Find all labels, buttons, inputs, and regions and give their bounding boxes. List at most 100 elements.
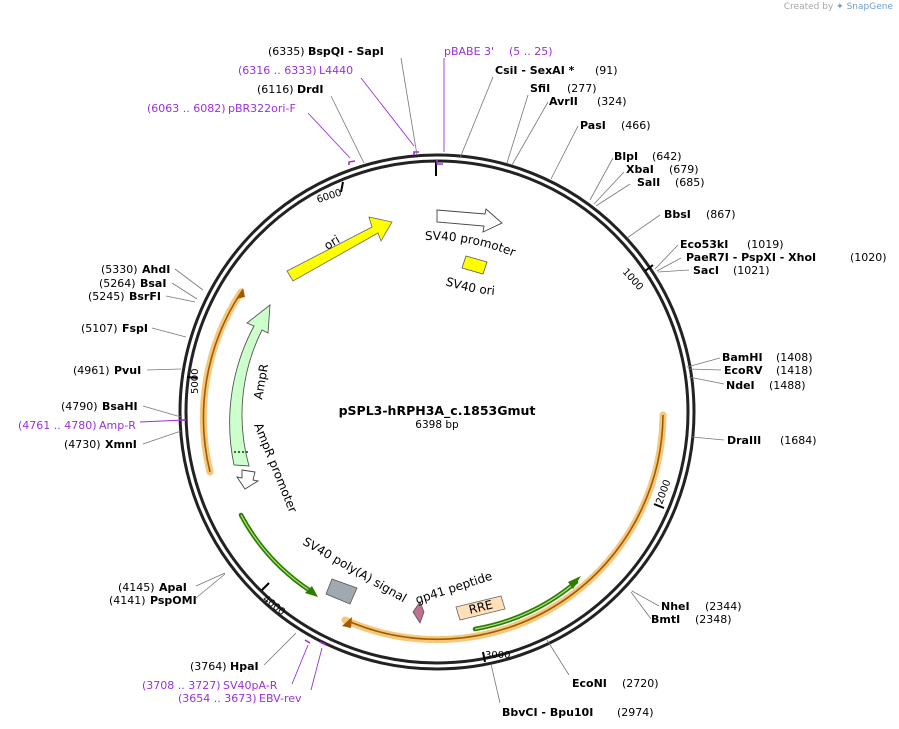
site-pos-ecorv: (1418) (776, 364, 813, 377)
site-name-xbai: XbaI (626, 163, 654, 176)
site-pos-ndei: (1488) (769, 379, 806, 392)
site-name-bbvci: BbvCI - Bpu10I (502, 706, 593, 719)
site-name-sali: SalI (637, 176, 660, 189)
ampr-promoter-feature: AmpR promoter (236, 421, 300, 515)
site-pos-pspomi: (4141) (109, 594, 146, 607)
site-pos-fspi: (5107) (81, 322, 118, 335)
primer-range-pbr322ori: (6063 .. 6082) (147, 102, 226, 115)
primer-name-ampr: Amp-R (99, 419, 136, 432)
snapgene-watermark: Created by ✦ SnapGene (784, 2, 893, 12)
site-pos-avrii: (324) (597, 95, 627, 108)
site-name-bsahi: BsaHI (102, 400, 138, 413)
sv40-promoter-feature: SV40 promoter (425, 208, 518, 259)
site-name-ecorv: EcoRV (724, 364, 763, 377)
tick-label-5000: 5000 (190, 369, 201, 394)
ori-feature: ori (286, 216, 393, 282)
site-name-paer7i: PaeR7I - PspXI - XhoI (686, 251, 816, 264)
site-name-sfii: SfiI (530, 82, 550, 95)
insert-orf (341, 411, 667, 644)
site-name-pvui: PvuI (114, 364, 141, 377)
tick-label-3000: 3000 (485, 650, 510, 661)
site-name-econi: EcoNI (572, 677, 607, 690)
watermark-prefix: Created by (783, 2, 834, 12)
site-name-eco53ki: Eco53kI (680, 238, 728, 251)
site-pos-saci: (1021) (733, 264, 770, 277)
site-name-xmni: XmnI (105, 438, 137, 451)
tick-1000 (644, 264, 654, 272)
site-pos-nhei: (2344) (705, 600, 742, 613)
site-pos-bsrfi: (5245) (88, 290, 125, 303)
site-name-bsai: BsaI (140, 277, 166, 290)
site-pos-hpai: (3764) (190, 660, 227, 673)
plasmid-name: pSPL3-hRPH3A_c.1853Gmut (339, 403, 536, 419)
site-name-ndei: NdeI (726, 379, 755, 392)
site-name-hpai: HpaI (230, 660, 259, 673)
site-name-drdi: DrdI (297, 83, 324, 96)
site-pos-xmni: (4730) (64, 438, 101, 451)
site-name-saci: SacI (693, 264, 719, 277)
primer-name-ebv-rev: EBV-rev (259, 692, 302, 705)
tick-2000 (653, 503, 665, 509)
site-leaders (142, 57, 725, 704)
primer-name-l4440: L4440 (319, 64, 353, 77)
tick-label-1000: 1000 (620, 267, 645, 293)
primer-name-sv40pa-r: SV40pA-R (223, 679, 278, 692)
site-pos-pasi: (466) (621, 119, 651, 132)
primer-range-ampr: (4761 .. 4780) (18, 419, 97, 432)
primer-marks (180, 151, 443, 646)
primer-range-pbabe3: (5 .. 25) (509, 45, 553, 58)
site-pos-bsai: (5264) (99, 277, 136, 290)
site-name-pasi: PasI (580, 119, 606, 132)
tick-marks (186, 181, 665, 663)
site-pos-bsahi: (4790) (61, 400, 98, 413)
site-pos-econi: (2720) (622, 677, 659, 690)
primer-range-sv40pa-r: (3708 .. 3727) (142, 679, 221, 692)
site-pos-csii: (91) (595, 64, 618, 77)
rre-feature: RRE (455, 595, 506, 621)
site-name-bmti: BmtI (651, 613, 680, 626)
site-name-csii: CsiI - SexAI * (495, 64, 575, 77)
site-name-fspi: FspI (122, 322, 148, 335)
site-name-nhei: NheI (661, 600, 690, 613)
site-pos-bamhi: (1408) (776, 351, 813, 364)
site-pos-sfii: (277) (567, 82, 597, 95)
site-name-bspqi: BspQI - SapI (308, 45, 384, 58)
sv40-ori-label: SV40 ori (444, 275, 495, 298)
ampr-label: AmpR (251, 363, 271, 401)
site-name-ahdi: AhdI (142, 263, 170, 276)
primer-name-pbabe3: pBABE 3' (444, 45, 494, 58)
site-name-avrii: AvrII (549, 95, 578, 108)
plasmid-size: 6398 bp (415, 419, 459, 431)
tick-4000 (261, 582, 270, 591)
snapgene-logo-icon: ✦ (836, 2, 844, 12)
tick-5000 (186, 376, 198, 379)
sv40-polya-feature: SV40 poly(A) signal (301, 534, 409, 605)
watermark-brand: SnapGene (846, 2, 893, 12)
site-name-apai: ApaI (159, 581, 187, 594)
site-pos-bspqi: (6335) (268, 45, 305, 58)
primer-range-l4440: (6316 .. 6333) (238, 64, 317, 77)
site-pos-sali: (685) (675, 176, 705, 189)
primer-name-pbr322ori: pBR322ori-F (228, 102, 296, 115)
site-pos-bbvci: (2974) (617, 706, 654, 719)
site-name-pspomi: PspOMI (150, 594, 197, 607)
green-arrow-lower-right (472, 576, 581, 632)
site-pos-xbai: (679) (669, 163, 699, 176)
site-pos-blpi: (642) (652, 150, 682, 163)
sv40-polya-label: SV40 poly(A) signal (301, 534, 409, 605)
site-name-draiii: DraIII (727, 434, 761, 447)
site-name-bamhi: BamHI (722, 351, 763, 364)
ampr-promoter-label: AmpR promoter (251, 421, 300, 515)
left-orf (199, 288, 245, 476)
site-pos-ahdi: (5330) (101, 263, 138, 276)
ampr-feature: AmpR (229, 304, 271, 467)
site-pos-draiii: (1684) (780, 434, 817, 447)
site-pos-paer7i: (1020) (850, 251, 887, 264)
tick-6000 (340, 181, 344, 193)
sv40-ori-feature: SV40 ori (444, 255, 495, 298)
site-name-bsrfi: BsrFI (129, 290, 161, 303)
green-arrow-lower-left (238, 512, 318, 597)
site-pos-pvui: (4961) (73, 364, 110, 377)
site-pos-eco53ki: (1019) (747, 238, 784, 251)
